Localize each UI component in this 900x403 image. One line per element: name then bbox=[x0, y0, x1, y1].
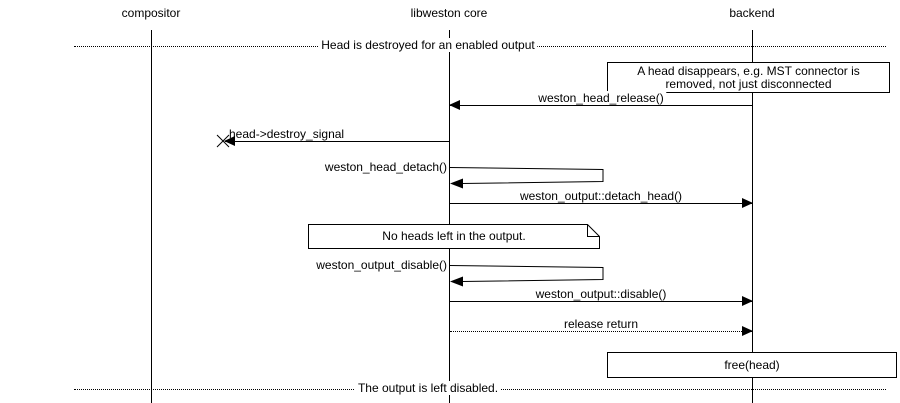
participant-label-compositor: compositor bbox=[121, 6, 181, 20]
lifeline-compositor bbox=[151, 30, 152, 403]
note-no-heads-left-text: No heads left in the output. bbox=[382, 229, 526, 243]
note-no-heads-left: No heads left in the output. bbox=[308, 224, 600, 249]
note-head-disappears: A head disappears, e.g. MST connector is… bbox=[607, 62, 890, 93]
message-arrowhead-weston-head-release bbox=[449, 100, 460, 110]
message-shaft-weston-output-detach-head bbox=[450, 203, 752, 204]
message-weston-head-detach bbox=[450, 167, 609, 195]
lifeline-libweston-core bbox=[449, 30, 450, 403]
message-arrowhead-weston-output-detach-head bbox=[742, 198, 753, 208]
message-arrowhead-release-return bbox=[742, 326, 753, 336]
message-label-weston-output-detach-head: weston_output::detach_head() bbox=[516, 189, 686, 203]
message-label-release-return: release return bbox=[560, 317, 642, 331]
lost-message-x-icon bbox=[216, 134, 230, 148]
note-head-disappears-text: A head disappears, e.g. MST connector is… bbox=[637, 63, 860, 91]
message-shaft-head-destroy-signal bbox=[225, 141, 449, 142]
divider-label-bottom: The output is left disabled. bbox=[354, 381, 502, 395]
box-free-head: free(head) bbox=[607, 352, 897, 378]
message-label-head-destroy-signal: head->destroy_signal bbox=[229, 127, 345, 141]
box-free-head-text: free(head) bbox=[724, 358, 780, 372]
participant-label-backend: backend bbox=[729, 6, 775, 20]
participant-label-libweston-core: libweston core bbox=[410, 6, 488, 20]
message-shaft-weston-output-disable bbox=[450, 301, 752, 302]
message-shaft-release-return bbox=[450, 331, 752, 332]
message-arrowhead-head-destroy-signal bbox=[224, 136, 235, 146]
message-label-weston-output-disable-call: weston_output_disable() bbox=[316, 258, 447, 272]
message-label-weston-head-release: weston_head_release() bbox=[535, 91, 667, 105]
lifeline-backend bbox=[752, 30, 753, 403]
message-shaft-weston-head-release bbox=[450, 105, 752, 106]
message-label-weston-output-disable: weston_output::disable() bbox=[532, 287, 670, 301]
message-arrowhead-weston-output-disable bbox=[742, 296, 753, 306]
message-weston-output-disable-call bbox=[450, 265, 609, 293]
divider-label-top: Head is destroyed for an enabled output bbox=[318, 38, 538, 52]
message-label-weston-head-detach: weston_head_detach() bbox=[324, 160, 447, 174]
